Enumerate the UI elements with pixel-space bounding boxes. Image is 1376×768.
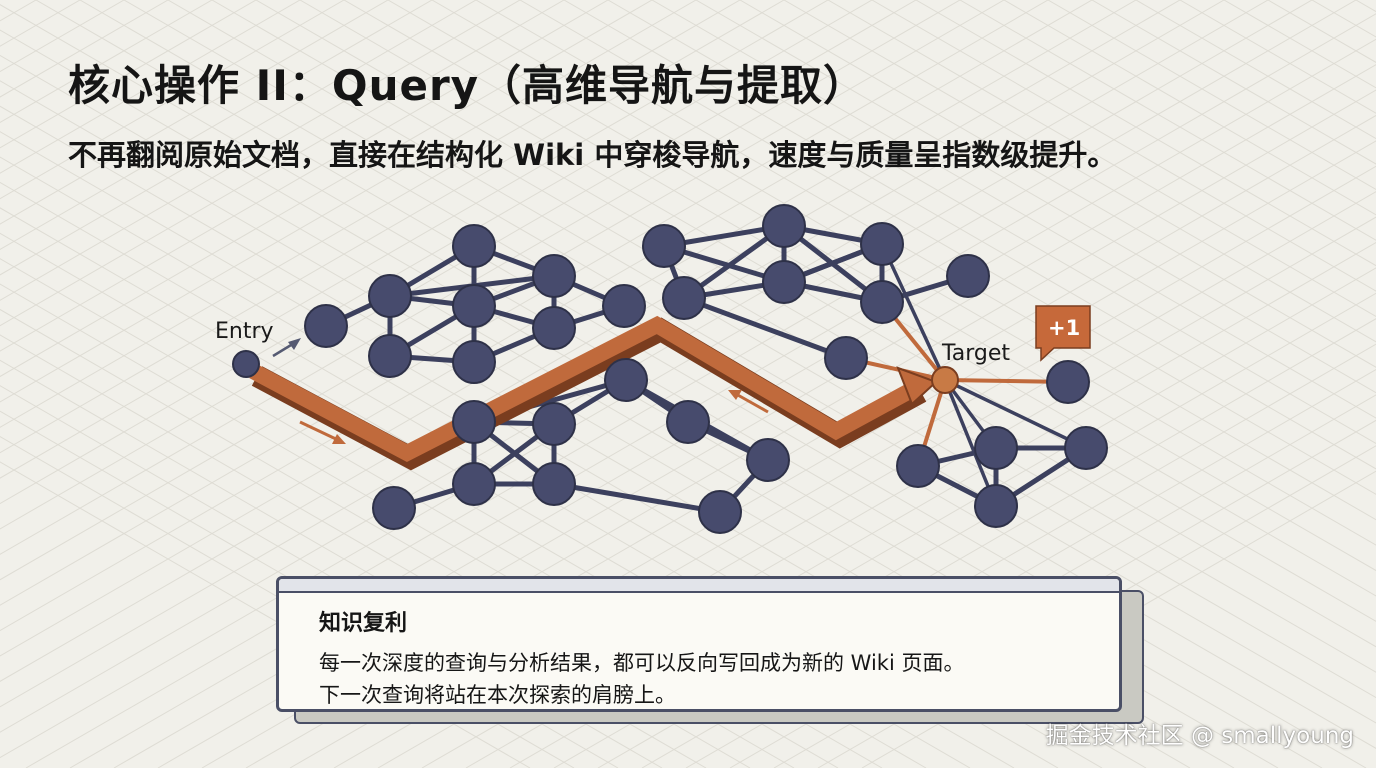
graph-node (452, 400, 496, 444)
graph-node (532, 254, 576, 298)
target-edge (880, 243, 947, 381)
graph-node (746, 438, 790, 482)
forward-direction-arrow-icon (299, 420, 346, 444)
target-node (931, 366, 959, 394)
graph-node (452, 462, 496, 506)
graph-node (602, 284, 646, 328)
graph-edge (681, 295, 849, 361)
graph-nodes (304, 204, 1108, 534)
graph-edge (551, 481, 723, 515)
graph-node (452, 340, 496, 384)
graph-node (896, 444, 940, 488)
graph-node (368, 334, 412, 378)
target-edge (944, 378, 1087, 450)
graph-node (368, 274, 412, 318)
graph-node (662, 276, 706, 320)
info-box: 知识复利 每一次深度的查询与分析结果，都可以反向写回成为新的 Wiki 页面。 … (276, 576, 1122, 712)
graph-node (698, 490, 742, 534)
graph-node (666, 400, 710, 444)
target-label: Target (941, 341, 1010, 366)
navigation-path (249, 315, 938, 471)
graph-node (1046, 360, 1090, 404)
page-title: 核心操作 II：Query（高维导航与提取） (68, 61, 867, 110)
graph-node (642, 224, 686, 268)
info-box-header-bar (279, 579, 1119, 593)
graph-node (452, 224, 496, 268)
graph-node (604, 358, 648, 402)
graph-node (452, 284, 496, 328)
info-box-line-2: 下一次查询将站在本次探索的肩膀上。 (319, 683, 676, 707)
entry-arrow-icon (272, 338, 301, 358)
graph-node (860, 222, 904, 266)
graph-node (946, 254, 990, 298)
page-subtitle: 不再翻阅原始文档，直接在结构化 Wiki 中穿梭导航，速度与质量呈指数级提升。 (68, 138, 1117, 172)
graph-node (824, 336, 868, 380)
entry-node (232, 350, 260, 378)
entry-label: Entry (215, 319, 274, 344)
watermark: 掘金技术社区 @ smallyoung (1045, 723, 1354, 749)
graph-node (1064, 426, 1108, 470)
graph-node (372, 486, 416, 530)
path-arrowhead (896, 366, 938, 406)
graph-node (762, 260, 806, 304)
graph-node (532, 402, 576, 446)
info-box-line-1: 每一次深度的查询与分析结果，都可以反向写回成为新的 Wiki 页面。 (319, 651, 965, 675)
info-box-heading: 知识复利 (319, 611, 408, 636)
backward-direction-arrow-icon (728, 390, 769, 414)
target-edge (943, 379, 998, 507)
graph-node (974, 484, 1018, 528)
graph-node (974, 426, 1018, 470)
graph-node (860, 280, 904, 324)
plus-one-badge-text: +1 (1048, 316, 1080, 340)
graph-node (532, 306, 576, 350)
graph-node (762, 204, 806, 248)
plus-one-badge: +1 (1035, 305, 1091, 362)
graph-node (532, 462, 576, 506)
graph-node (304, 304, 348, 348)
